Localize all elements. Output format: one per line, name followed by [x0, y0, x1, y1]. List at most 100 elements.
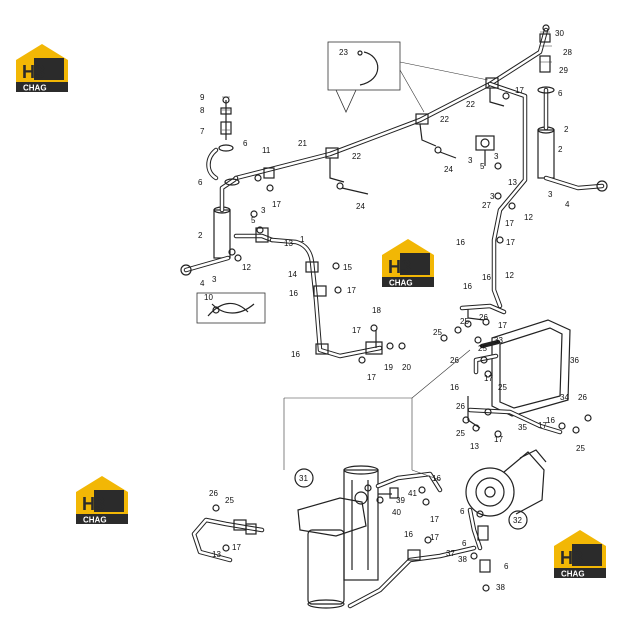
tee-fitting	[233, 135, 495, 243]
label: 6	[558, 89, 563, 98]
label: 19	[384, 363, 393, 372]
label: 2	[564, 125, 569, 134]
pump-32	[465, 449, 547, 592]
badge-sub: CHAG	[23, 84, 47, 93]
detail-box-10	[196, 292, 266, 324]
label: 14	[288, 270, 297, 279]
label: 21	[298, 139, 307, 148]
label: 38	[496, 583, 505, 592]
badge-sub: CHAG	[83, 516, 107, 525]
hose-lower	[347, 545, 477, 609]
label: 20	[402, 363, 411, 372]
label: 27	[482, 201, 491, 210]
label: 29	[559, 66, 568, 75]
label: 17	[352, 326, 361, 335]
label: 22	[440, 115, 449, 124]
label: 16	[482, 273, 491, 282]
label: 23	[339, 48, 348, 57]
label: 25	[478, 344, 487, 353]
label: 39	[396, 496, 405, 505]
label: 6	[460, 507, 465, 516]
label: 26	[578, 393, 587, 402]
label: 17	[506, 238, 515, 247]
label: 17	[515, 86, 524, 95]
label: 34	[560, 393, 569, 402]
label: 24	[356, 202, 365, 211]
label: 36	[570, 356, 579, 365]
label: 35	[518, 423, 527, 432]
label: 12	[524, 213, 533, 222]
label: 17	[232, 543, 241, 552]
label: 1	[300, 235, 305, 244]
label: 16	[289, 289, 298, 298]
label: 2	[198, 231, 203, 240]
label: 12	[242, 263, 251, 272]
label: 22	[466, 100, 475, 109]
filter-assembly	[297, 465, 443, 609]
label: 16	[404, 530, 413, 539]
label: 10	[204, 293, 213, 302]
label: 26	[456, 402, 465, 411]
label: 11	[262, 146, 271, 155]
badge-sub: CHAG	[389, 279, 413, 288]
label: 6	[243, 139, 248, 148]
label: 5	[251, 216, 256, 225]
label: 25	[456, 429, 465, 438]
label: 16	[456, 238, 465, 247]
label: 17	[498, 321, 507, 330]
label: 28	[563, 48, 572, 57]
brand-badge: H3 CHAG	[382, 239, 434, 288]
label: 32	[513, 516, 522, 525]
leader-lines	[222, 31, 552, 481]
hose-lower-left	[191, 517, 265, 563]
label: 3	[494, 152, 499, 161]
label: 6	[462, 539, 467, 548]
badge-sub: CHAG	[561, 570, 585, 579]
label: 7	[200, 127, 205, 136]
label: 17	[347, 286, 356, 295]
label: 26	[479, 313, 488, 322]
label: 17	[272, 200, 281, 209]
label: 25	[225, 496, 234, 505]
label: 6	[504, 562, 509, 571]
label: 41	[408, 489, 417, 498]
clamps	[263, 77, 505, 183]
label: 16	[450, 383, 459, 392]
label: 17	[430, 515, 439, 524]
main-tube-21	[233, 27, 549, 309]
right-cylinder	[537, 24, 608, 192]
label: 18	[372, 306, 381, 315]
label: 25	[433, 328, 442, 337]
label: 17	[538, 421, 547, 430]
label: 16	[546, 416, 555, 425]
label: 38	[458, 555, 467, 564]
label: 3	[490, 192, 495, 201]
label: 3	[468, 156, 473, 165]
label: 33	[494, 336, 503, 345]
label: 2	[558, 145, 563, 154]
brand-badge: H3 CHAG	[16, 44, 68, 93]
label: 17	[505, 219, 514, 228]
label: 26	[450, 356, 459, 365]
label: 25	[460, 317, 469, 326]
manifold-block	[459, 303, 571, 435]
label: 25	[498, 383, 507, 392]
label: 31	[299, 474, 308, 483]
badge-text: H3	[82, 494, 105, 514]
label: 26	[209, 489, 218, 498]
label: 4	[565, 200, 570, 209]
label: 13	[508, 178, 517, 187]
label: 3	[261, 206, 266, 215]
label: 3	[212, 275, 217, 284]
label: 16	[291, 350, 300, 359]
label: 17	[430, 533, 439, 542]
label: 22	[352, 152, 361, 161]
label: 9	[200, 93, 205, 102]
label: 12	[505, 271, 514, 280]
bolts	[212, 92, 592, 560]
hose-1	[269, 237, 383, 359]
label: 16	[432, 474, 441, 483]
label: 6	[198, 178, 203, 187]
